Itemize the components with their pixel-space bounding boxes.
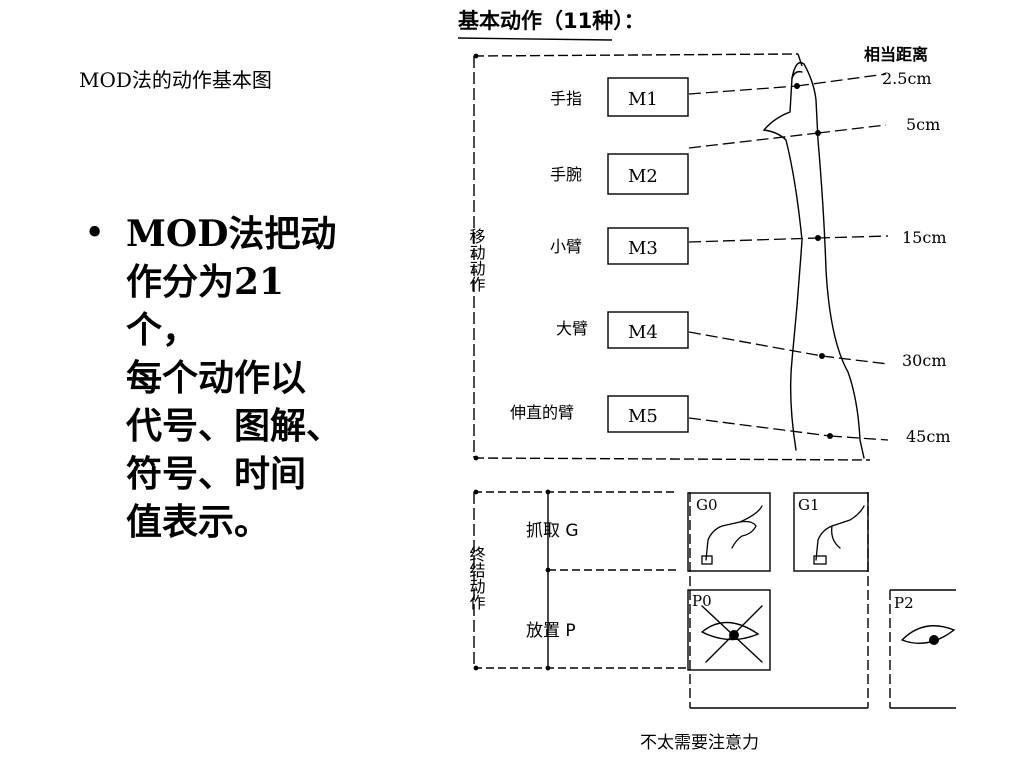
body-part-wrist: 手腕: [550, 165, 582, 184]
code-m2: M2: [628, 166, 658, 187]
body-part-forearm: 小臂: [550, 237, 582, 256]
bullet-dot: •: [84, 213, 106, 254]
mod-diagram-figure: 基本动作（11种）： 相当距离 2.5cm 5cm 15cm 30cm 45cm…: [440, 0, 980, 768]
bullet-text: MOD法把动 作分为21个， 每个动作以 代号、图解、 符号、时间 值表示。: [126, 213, 343, 543]
arm-illustration: [762, 61, 865, 459]
body-part-straight-arm: 伸直的臂: [510, 403, 574, 422]
code-p0: P0: [692, 592, 712, 610]
distance-header: 相当距离: [864, 45, 928, 64]
code-g1: G1: [798, 496, 820, 514]
distance-m3: 15cm: [902, 228, 947, 247]
place-label: 放置 P: [526, 621, 576, 641]
group-end-label: 终结动作: [467, 546, 486, 610]
grasp-pictograms: [701, 505, 865, 565]
diagram-header: 基本动作（11种）：: [458, 9, 645, 33]
distance-m5: 45cm: [906, 427, 951, 446]
group-move-label: 移动动作: [467, 228, 486, 292]
body-part-upper-arm: 大臂: [556, 319, 588, 338]
grasp-label: 抓取 G: [526, 521, 579, 541]
code-m1: M1: [628, 89, 658, 110]
slide-title: MOD法的动作基本图: [79, 68, 272, 92]
place-pictograms: [701, 605, 956, 663]
distance-m2: 5cm: [906, 115, 940, 134]
diagram-footer: 不太需要注意力: [640, 733, 759, 753]
bullet-list: • MOD法把动 作分为21个， 每个动作以 代号、图解、 符号、时间 值表示。: [84, 210, 354, 546]
code-m3: M3: [628, 238, 658, 259]
code-m5: M5: [628, 406, 658, 427]
distance-m1: 2.5cm: [882, 69, 932, 88]
code-m4: M4: [628, 322, 658, 343]
code-p2: P2: [894, 594, 914, 612]
body-part-finger: 手指: [550, 89, 582, 108]
code-g0: G0: [696, 496, 718, 514]
distance-m4: 30cm: [902, 351, 947, 370]
